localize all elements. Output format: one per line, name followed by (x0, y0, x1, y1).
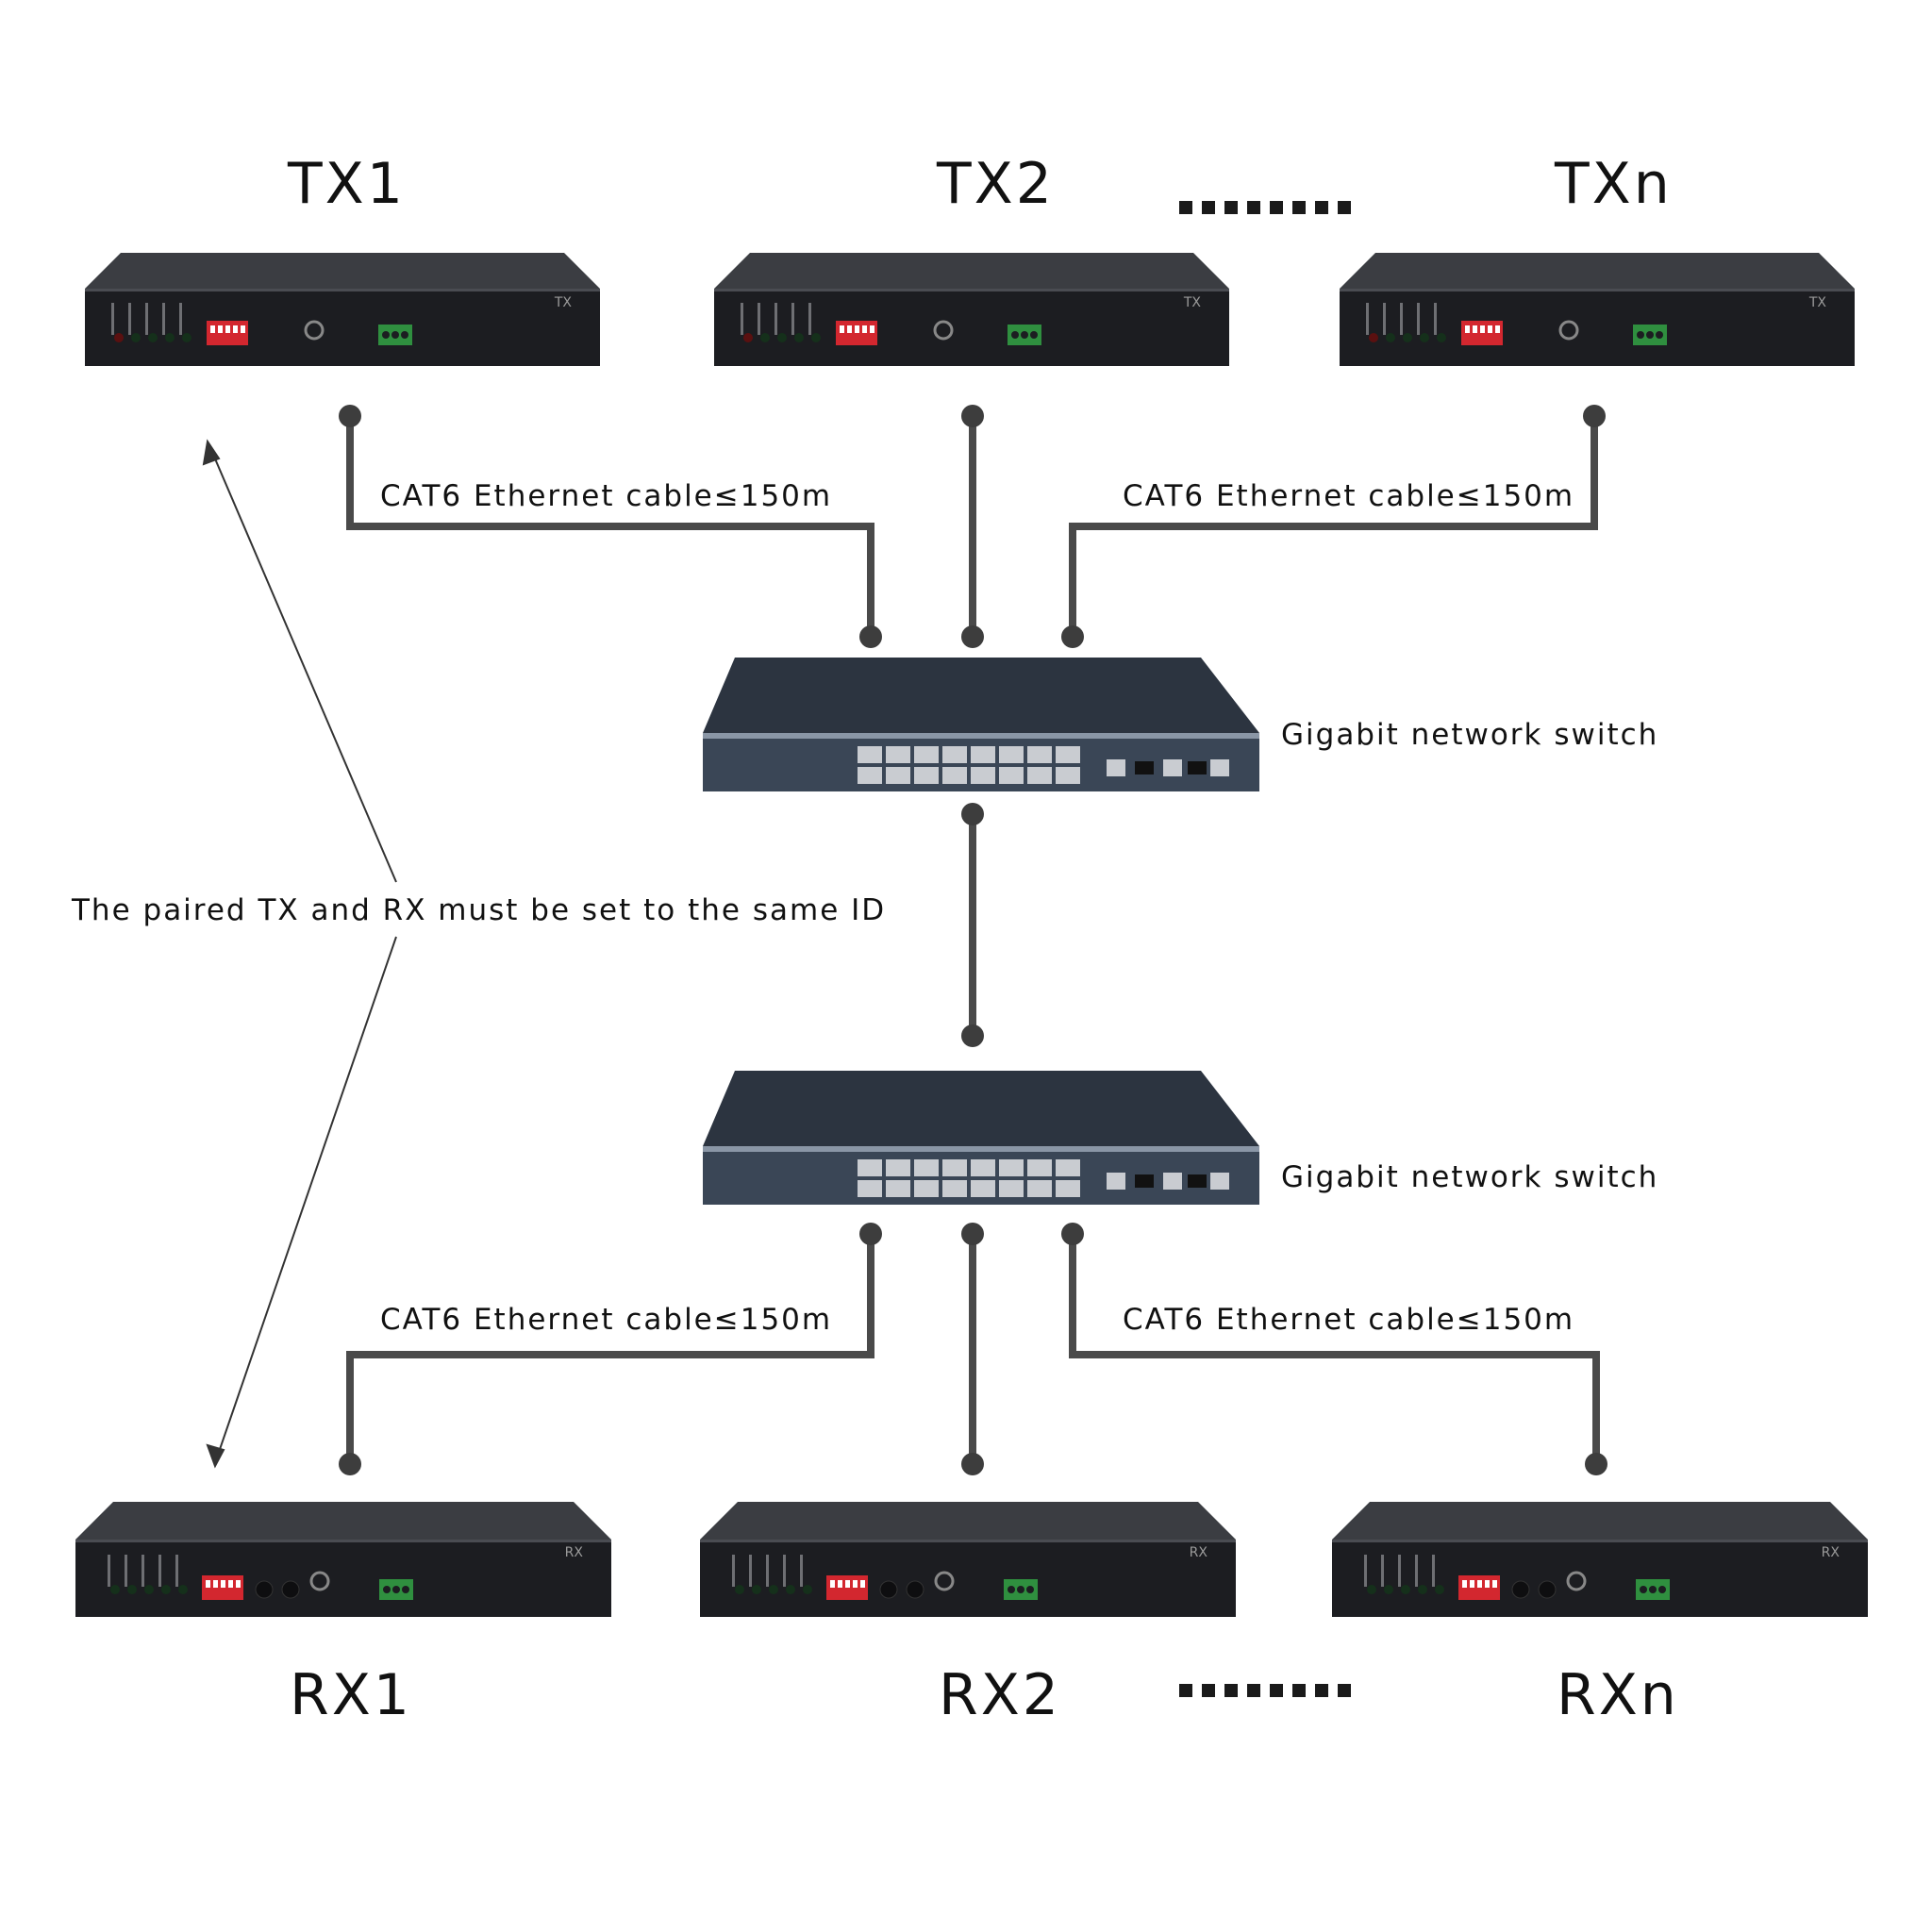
arrowhead-up-icon (202, 439, 221, 466)
rx1-label: RX1 (290, 1662, 412, 1728)
rx2-label: RX2 (939, 1662, 1061, 1728)
tx2-badge: TX (1183, 295, 1201, 310)
connector-dot (961, 625, 984, 648)
connector-dot (961, 405, 984, 427)
connector-dot (1583, 405, 1606, 427)
pairing-arrow-upper (210, 449, 397, 883)
rxn-badge: RX (1821, 1545, 1840, 1560)
tx1-device: TX (83, 251, 602, 368)
connector-dot (961, 1223, 984, 1245)
rx2-device: RX (698, 1500, 1238, 1619)
rxn-label: RXn (1557, 1662, 1679, 1728)
connector-dot (859, 625, 882, 648)
rx1-device: RX (74, 1500, 613, 1619)
connector-dot (1585, 1453, 1607, 1475)
cable-switch-rxn (1069, 1234, 1600, 1464)
tx2-label: TX2 (937, 151, 1055, 217)
connector-dot (1061, 625, 1084, 648)
cable-label-bottom-left: CAT6 Ethernet cable≤150m (380, 1303, 833, 1337)
switch-label-bottom: Gigabit network switch (1281, 1160, 1659, 1194)
connector-dot (1061, 1223, 1084, 1245)
ellipsis-dots-top (1179, 201, 1358, 214)
pairing-arrow-lower (216, 936, 397, 1458)
tx1-badge: TX (554, 295, 572, 310)
cable-switch-rx1 (346, 1234, 874, 1464)
cable-label-top-right: CAT6 Ethernet cable≤150m (1123, 479, 1575, 513)
cable-label-bottom-right: CAT6 Ethernet cable≤150m (1123, 1303, 1575, 1337)
arrowhead-down-icon (206, 1443, 225, 1469)
rx2-badge: RX (1189, 1545, 1208, 1560)
cable-txn-switch (1069, 416, 1598, 637)
pairing-note: The paired TX and RX must be set to the … (72, 893, 887, 927)
connector-dot (339, 405, 361, 427)
ellipsis-dots-bottom (1179, 1684, 1358, 1697)
connector-dot (339, 1453, 361, 1475)
cable-label-top-left: CAT6 Ethernet cable≤150m (380, 479, 833, 513)
switch-top (701, 656, 1261, 793)
connector-dot (961, 803, 984, 825)
txn-device: TX (1338, 251, 1857, 368)
connector-dot (961, 1024, 984, 1047)
txn-label: TXn (1555, 151, 1673, 217)
switch-label-top: Gigabit network switch (1281, 718, 1659, 752)
connector-dot (961, 1453, 984, 1475)
switch-bottom (701, 1069, 1261, 1207)
rx1-badge: RX (564, 1545, 583, 1560)
rxn-device: RX (1330, 1500, 1870, 1619)
connector-dot (859, 1223, 882, 1245)
tx2-device: TX (712, 251, 1231, 368)
txn-badge: TX (1808, 295, 1826, 310)
cable-tx1-switch (346, 416, 874, 637)
tx1-label: TX1 (288, 151, 406, 217)
